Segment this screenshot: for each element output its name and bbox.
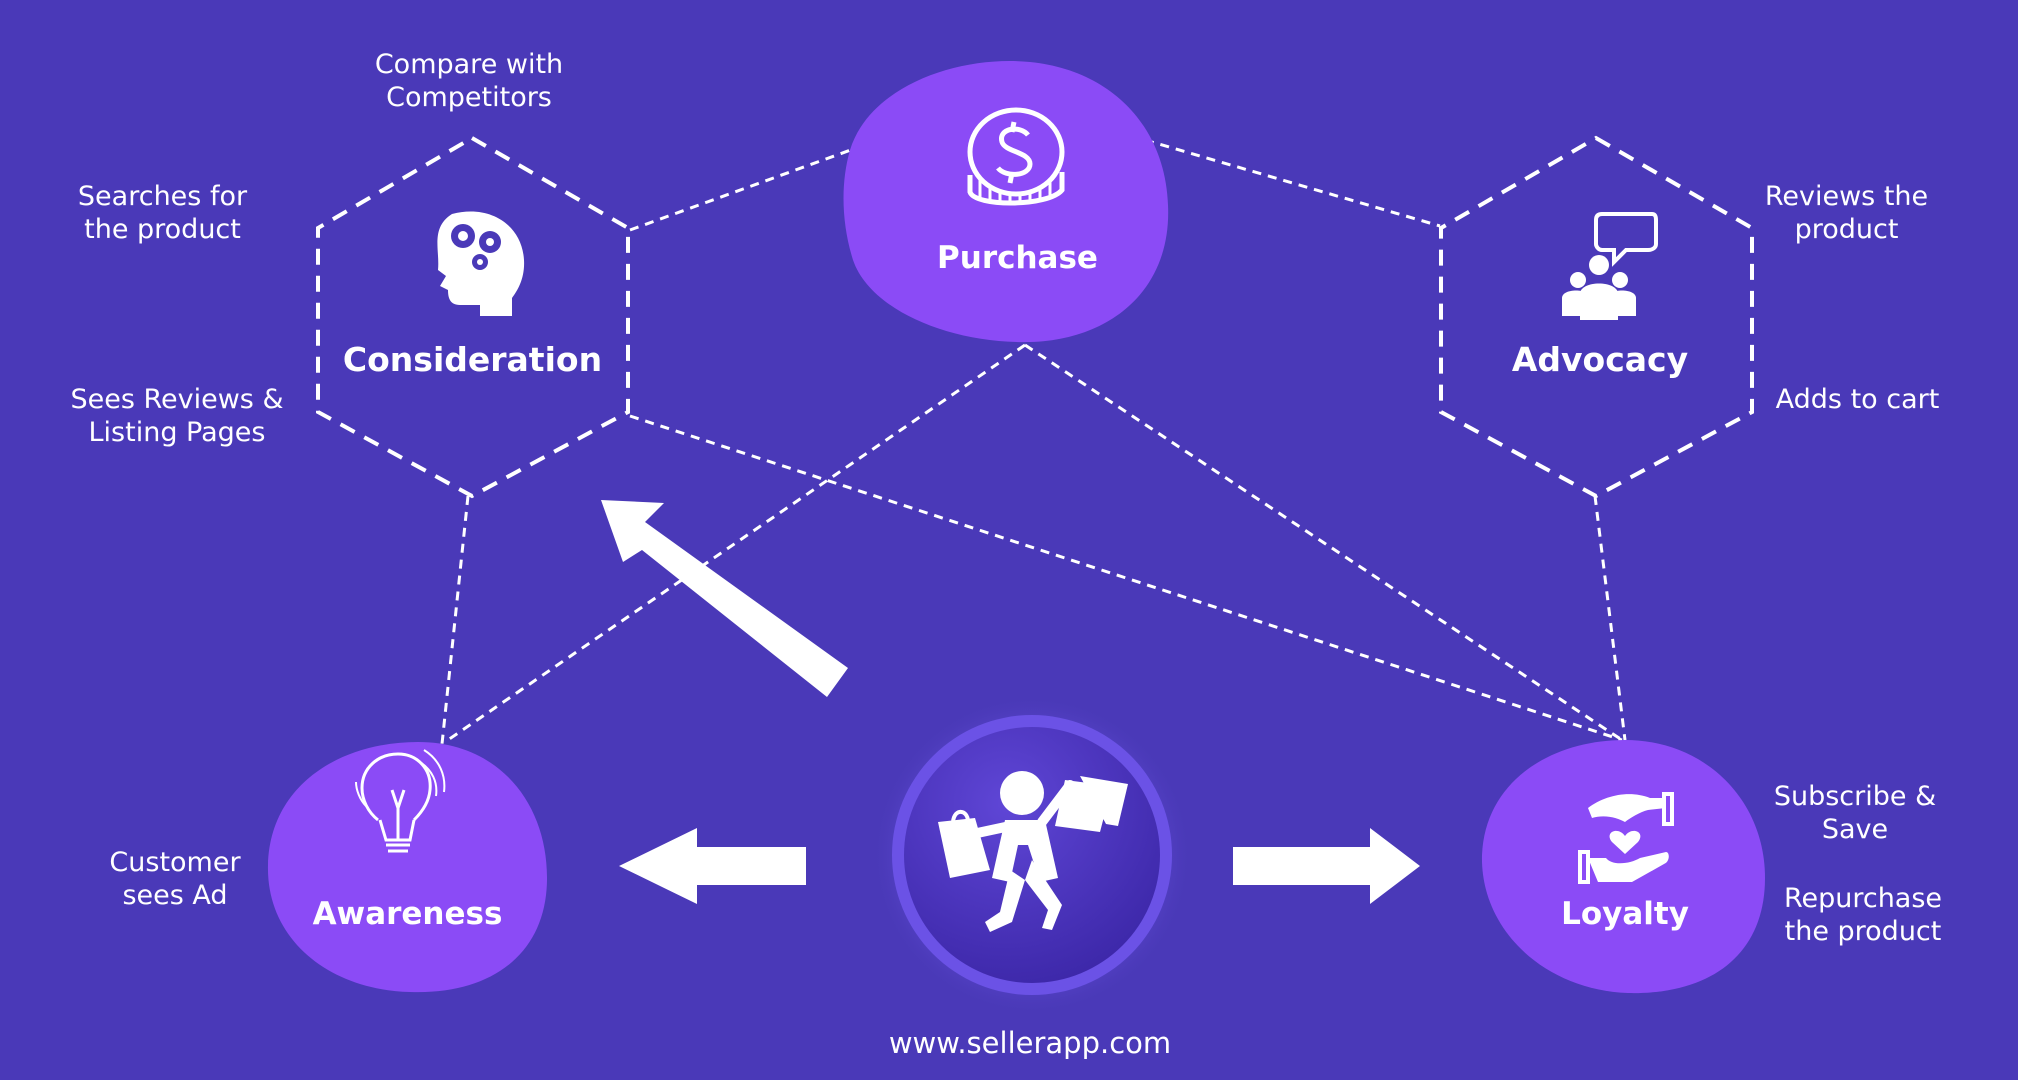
connector-advocacy-loyalty xyxy=(1593,495,1627,741)
connector-consideration-awareness xyxy=(440,495,470,745)
consideration-hexagon xyxy=(316,135,630,499)
hand-heart-icon xyxy=(1578,792,1674,884)
head-gears-icon xyxy=(437,211,525,316)
annotation-customer-sees-ad: Customer sees Ad xyxy=(109,847,241,911)
annotation-repurchase: Repurchase the product xyxy=(1783,883,1943,947)
annotation-reviews-product: Reviews the product xyxy=(1764,181,1929,245)
arrow-to-awareness[interactable] xyxy=(619,828,806,904)
purchase-title: Purchase xyxy=(937,240,1098,276)
connector-lines xyxy=(440,138,1627,745)
connector-consideration-loyalty xyxy=(629,414,1623,742)
footer-url[interactable]: www.sellerapp.com xyxy=(888,1026,1172,1060)
awareness-blob xyxy=(267,742,548,993)
annotation-subscribe-save: Subscribe & Save xyxy=(1773,781,1937,845)
annotation-compare: Compare with Competitors xyxy=(374,49,564,113)
loyalty-title: Loyalty xyxy=(1561,896,1689,932)
annotation-searches: Searches for the product xyxy=(77,181,248,245)
connector-purchase-awareness xyxy=(444,343,1026,744)
consideration-title: Consideration xyxy=(342,340,603,379)
annotation-adds-to-cart: Adds to cart xyxy=(1775,384,1940,415)
dollar-coin-icon xyxy=(967,107,1065,206)
advocacy-hexagon xyxy=(1439,135,1754,499)
shopper-with-bags-icon xyxy=(938,771,1128,932)
advocacy-title: Advocacy xyxy=(1511,340,1689,379)
connector-purchase-loyalty xyxy=(1024,343,1623,742)
arrow-to-consideration[interactable] xyxy=(601,500,848,697)
annotation-sees-reviews: Sees Reviews & Listing Pages xyxy=(70,384,284,448)
connector-consideration-purchase xyxy=(629,141,871,232)
lightbulb-icon xyxy=(355,749,446,853)
group-chat-icon xyxy=(1562,212,1658,320)
awareness-title: Awareness xyxy=(312,896,503,932)
arrow-to-loyalty[interactable] xyxy=(1233,828,1420,904)
connector-purchase-advocacy xyxy=(1144,138,1441,228)
